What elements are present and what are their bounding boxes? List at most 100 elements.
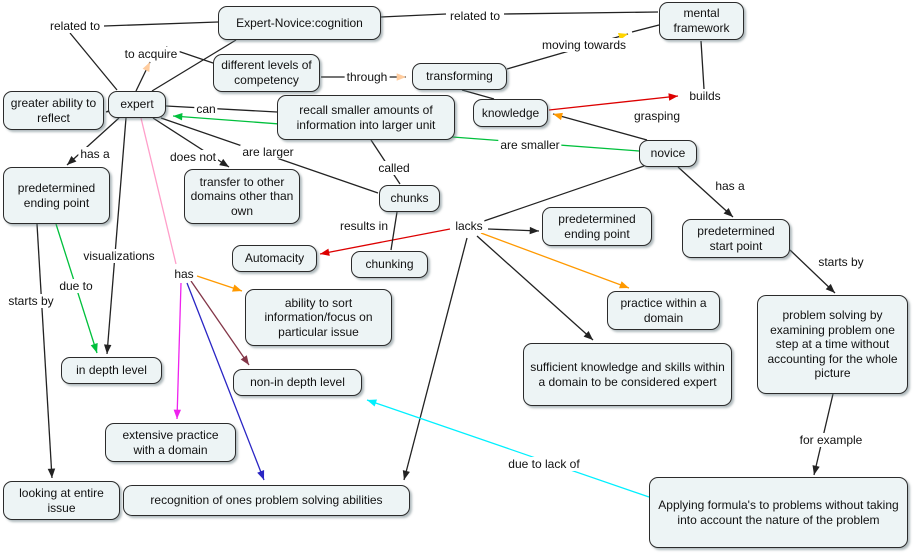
edge-has-to-nonindepth (190, 280, 250, 366)
linking-phrase-has-a-left[interactable]: has a (78, 147, 112, 161)
edge-has-to-recognition (186, 282, 265, 481)
arrowhead-applying-duetolack-nonindepth (367, 399, 377, 407)
linking-phrase-can[interactable]: can (194, 102, 218, 116)
linking-phrase-are-larger[interactable]: are larger (240, 145, 296, 159)
arrowhead-has-to-abilitysort (232, 284, 242, 292)
arrowhead-lacks-to-sufficient (583, 331, 593, 340)
linking-phrase-has-a-right[interactable]: has a (713, 179, 747, 193)
concept-node-extensive[interactable]: extensive practice with a domain (105, 423, 236, 462)
concept-node-recall[interactable]: recall smaller amounts of information in… (277, 95, 455, 140)
concept-node-applying[interactable]: Applying formula's to problems without t… (649, 477, 908, 548)
edge-expert-visualizations-indepth (104, 117, 127, 355)
arrowhead-novice-grasping-knowledge (553, 112, 563, 121)
linking-phrase-to-acquire[interactable]: to acquire (122, 47, 180, 61)
arrowhead-lacks-to-automacity (320, 248, 330, 256)
arrowhead-prestart-startsby-probsolving (825, 283, 835, 293)
concept-node-transfer[interactable]: transfer to other domains other than own (184, 169, 300, 224)
concept-node-non-in-depth[interactable]: non-in depth level (233, 369, 362, 396)
linking-phrase-lacks[interactable]: lacks (453, 219, 485, 233)
edge-relatedleft-to-expert (69, 32, 118, 91)
linking-phrase-for-example[interactable]: for example (797, 433, 865, 447)
arrowhead-expert-visualizations-indepth (104, 344, 112, 354)
edge-expert-to-has (140, 117, 177, 265)
arrowhead-has-to-nonindepth (240, 355, 249, 365)
edge-main-to-expert (151, 39, 237, 92)
edge-applying-duetolack-nonindepth (366, 399, 650, 498)
arrowhead-novice-aresmaller-expert (173, 113, 183, 121)
concept-node-novice[interactable]: novice (639, 140, 697, 167)
arrowhead-novice-hasa-prestart (723, 208, 733, 217)
edge-expert-to-acquire (135, 61, 151, 92)
concept-node-recognition[interactable]: recognition of ones problem solving abil… (123, 485, 410, 516)
concept-node-pre-end-left[interactable]: predetermined ending point (3, 167, 110, 224)
edge-main-to-relatedright (380, 13, 447, 18)
edge-novice-to-lacks (483, 165, 645, 222)
edge-chunks-resultsin-chunking (390, 211, 398, 251)
edge-has-to-abilitysort (196, 275, 243, 292)
linking-phrase-grasping[interactable]: grasping (631, 109, 683, 123)
concept-node-chunking[interactable]: chunking (351, 251, 428, 278)
linking-phrase-does-not[interactable]: does not (167, 150, 219, 164)
edge-knowledge-builds (548, 93, 679, 111)
linking-phrase-visualizations[interactable]: visualizations (81, 249, 157, 263)
linking-phrase-are-smaller[interactable]: are smaller (498, 138, 562, 152)
edge-relatedright-to-mental (503, 11, 659, 15)
linking-phrase-starts-by-right[interactable]: starts by (816, 255, 866, 269)
arrowhead-knowledge-builds (668, 93, 678, 101)
concept-node-mental-framework[interactable]: mental framework (659, 2, 744, 40)
concept-node-knowledge[interactable]: knowledge (473, 99, 548, 127)
edge-preend-startsby-looking (36, 223, 56, 479)
edge-lacks-to-practice (480, 232, 630, 289)
linking-phrase-related-to-right[interactable]: related to (447, 9, 503, 23)
concept-node-pre-start[interactable]: predetermined start point (682, 219, 790, 258)
concept-node-sufficient[interactable]: sufficient knowledge and skills within a… (523, 343, 732, 406)
concept-node-pre-end-mid[interactable]: predetermined ending point (542, 207, 652, 246)
edge-lacks-to-preendmid (487, 226, 540, 235)
concept-node-ability-sort[interactable]: ability to sort information/focus on par… (245, 289, 392, 346)
linking-phrase-has[interactable]: has (172, 267, 196, 281)
arrowhead-has-to-recognition (257, 470, 265, 480)
edge-lacks-to-sufficient (476, 235, 594, 341)
linking-phrase-through[interactable]: through (344, 70, 390, 84)
arrowhead-expert-hasa-preend (67, 156, 77, 165)
edge-has-to-extensive (173, 282, 182, 420)
concept-node-looking[interactable]: looking at entire issue (3, 481, 120, 520)
arrowhead-probsolving-forexample-applying (812, 465, 820, 475)
linking-phrase-due-to[interactable]: due to (57, 279, 95, 293)
edge-novice-hasa-prestart (677, 166, 734, 218)
concept-node-different-levels[interactable]: different levels of competency (213, 54, 320, 92)
edge-novice-grasping-knowledge (552, 112, 648, 141)
arrowhead-levels-through-transforming (396, 73, 406, 81)
concept-node-expert[interactable]: expert (108, 91, 166, 118)
concept-node-greater-ability[interactable]: greater ability to reflect (3, 91, 104, 130)
concept-node-chunks[interactable]: chunks (379, 185, 440, 212)
linking-phrase-builds[interactable]: builds (687, 89, 723, 103)
concept-node-practice-domain[interactable]: practice within a domain (607, 291, 720, 330)
concept-node-main[interactable]: Expert-Novice:cognition (218, 6, 381, 40)
linking-phrase-related-to-left[interactable]: related to (47, 19, 103, 33)
concept-node-automacity[interactable]: Automacity (232, 245, 317, 272)
edge-lacks-to-automacity (319, 228, 451, 256)
concept-node-problem-solving[interactable]: problem solving by examining problem one… (757, 295, 908, 394)
concept-node-in-depth[interactable]: in depth level (61, 357, 162, 384)
linking-phrase-starts-by-left[interactable]: starts by (6, 294, 56, 308)
edge-builds-to-mental (700, 40, 705, 90)
concept-node-transforming[interactable]: transforming (412, 63, 507, 90)
arrowhead-lacks-to-preendmid (529, 226, 539, 235)
arrowhead-expert-to-acquire (142, 62, 150, 72)
edge-lacks-to-recognition (402, 237, 468, 481)
arrowhead-lacks-to-recognition (402, 470, 410, 480)
linking-phrase-results-in[interactable]: results in (337, 219, 391, 233)
edge-moving-to-mental (631, 24, 660, 33)
arrowhead-lacks-to-practice (619, 281, 629, 289)
arrowhead-has-to-extensive (173, 409, 181, 419)
arrowhead-preend-dueto-indepth (90, 343, 98, 353)
linking-phrase-moving-towards[interactable]: moving towards (539, 38, 629, 52)
edge-expert-hasa-preend (66, 117, 120, 166)
linking-phrase-called[interactable]: called (376, 161, 412, 175)
arrowhead-expert-doesnot-transfer (219, 158, 229, 167)
linking-phrase-due-to-lack-of[interactable]: due to lack of (506, 457, 582, 471)
arrowhead-preend-startsby-looking (47, 468, 56, 478)
edge-prestart-startsby-probsolving (789, 249, 836, 294)
